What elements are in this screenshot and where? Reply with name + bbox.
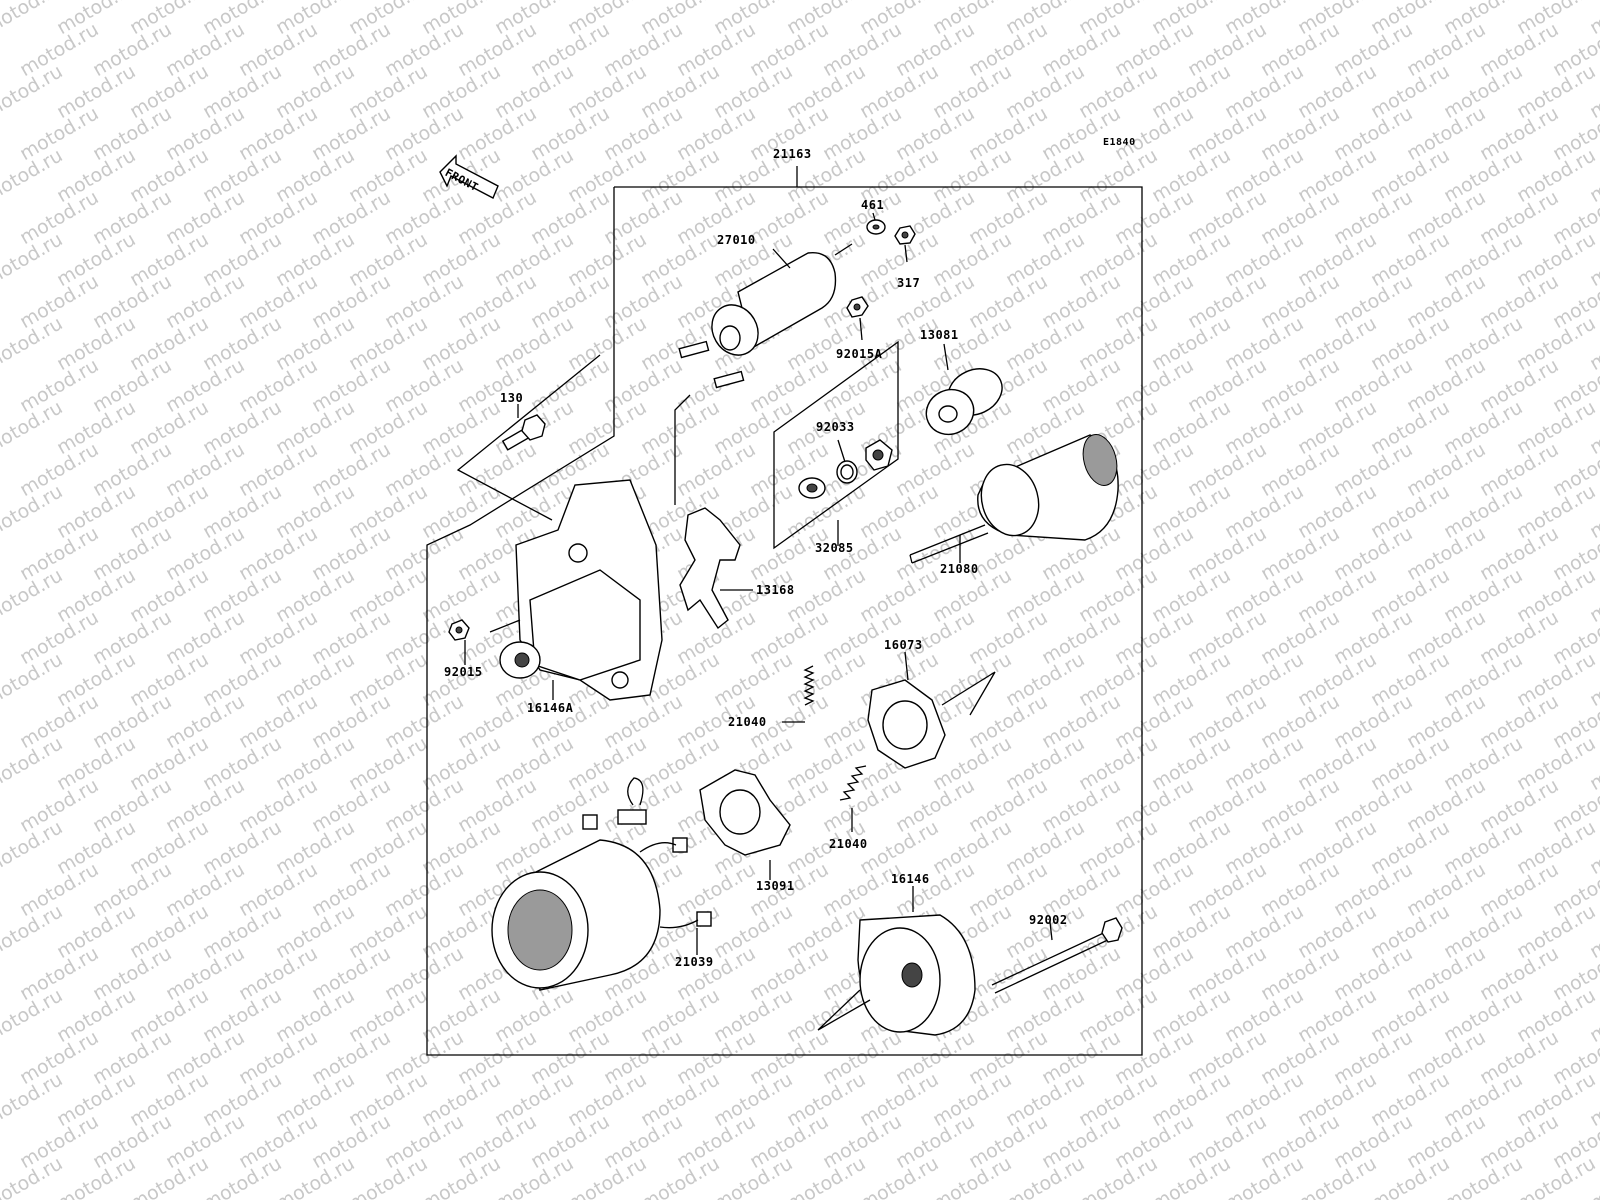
spring-21040-upper [803,665,815,706]
through-bolt-92002 [991,917,1123,994]
nut-317 [894,225,916,245]
pinion-13081 [925,368,1003,436]
brush-plate-16073 [867,671,996,769]
kit-32085 [773,340,899,550]
brush-holder-13091 [699,769,791,856]
spring-21040-lower [839,765,867,801]
part-label-130: 130 [500,391,524,405]
part-label-16146: 16146 [891,872,930,886]
part-label-461: 461 [861,198,885,212]
shift-lever-13168 [679,507,741,630]
front-housing-16146A [489,479,663,701]
assembly-frame [426,166,1143,1056]
part-label-32085: 32085 [815,541,854,555]
part-label-16073: 16073 [884,638,923,652]
part-label-21163: 21163 [773,147,812,161]
part-label-317: 317 [897,276,921,290]
bolt-130 [501,414,546,451]
part-label-13091: 13091 [756,879,795,893]
part-label-13081: 13081 [920,328,959,342]
front-arrow-icon [439,154,499,199]
leader-lines [464,212,1053,955]
part-label-27010: 27010 [717,233,756,247]
nut-92015A [846,296,869,318]
solenoid-27010 [678,243,853,389]
washer-461 [866,219,886,235]
part-label-21040-lower: 21040 [829,837,868,851]
part-label-92002: 92002 [1029,913,1068,927]
diagram-code: E1840 [1103,137,1136,148]
nut-92015 [448,619,470,641]
assembly-guide-lines [456,354,691,521]
part-label-92015A: 92015A [836,347,883,361]
part-label-16146A: 16146A [527,701,574,715]
part-label-21080: 21080 [940,562,979,576]
yoke-21039 [491,777,712,991]
rear-cover-16146 [817,914,976,1036]
part-label-92033: 92033 [816,420,855,434]
part-label-13168: 13168 [756,583,795,597]
part-label-21039: 21039 [675,955,714,969]
part-label-92015: 92015 [444,665,483,679]
armature-21080 [909,434,1119,564]
part-label-21040-upper: 21040 [728,715,767,729]
